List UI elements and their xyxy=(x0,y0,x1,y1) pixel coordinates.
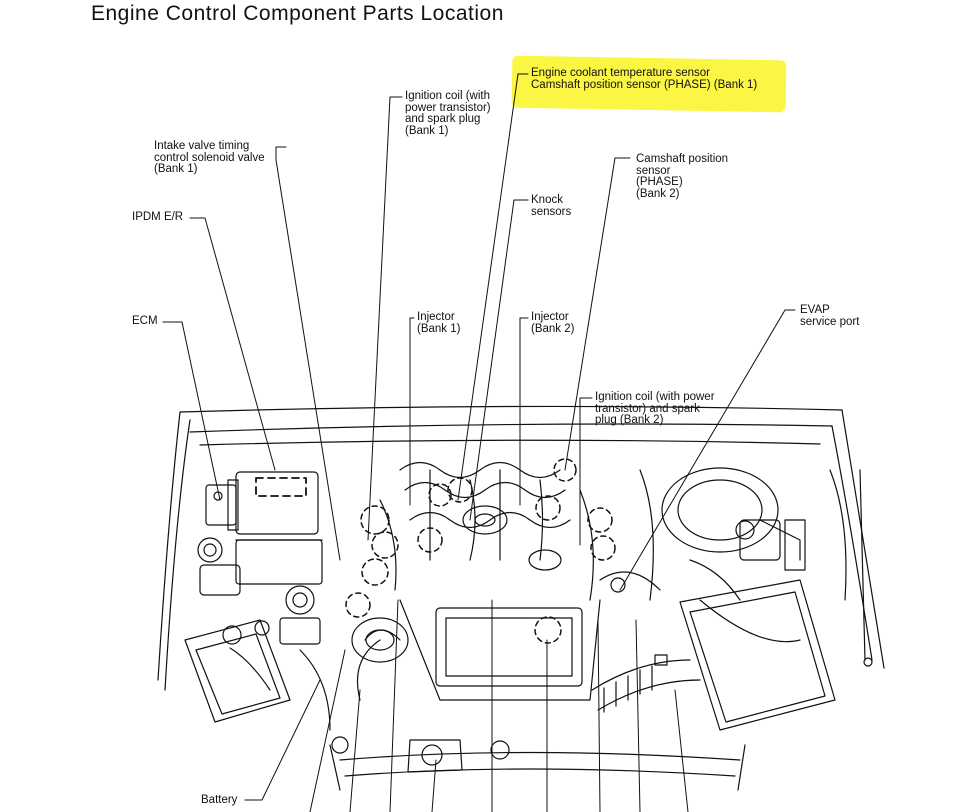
label-line: (Bank 1) xyxy=(417,322,461,335)
label-line: Injector xyxy=(531,311,569,323)
label-evap-service-port: EVAP service port xyxy=(800,304,860,328)
label-line: Camshaft position sensor (PHASE) (Bank 1… xyxy=(531,78,758,91)
label-injector-bank2: Injector (Bank 2) xyxy=(531,311,575,335)
label-ipdm: IPDM E/R xyxy=(132,211,184,224)
label-line: sensor xyxy=(636,164,671,177)
label-line: Camshaft position xyxy=(636,153,729,165)
label-line: ECM xyxy=(132,315,158,327)
label-line: Battery xyxy=(201,794,238,806)
label-ecm: ECM xyxy=(132,315,158,328)
label-knock-sensors: Knock sensors xyxy=(531,194,572,218)
page-title: Engine Control Component Parts Location xyxy=(91,2,504,25)
label-line: control solenoid valve xyxy=(154,151,265,164)
label-line: Injector xyxy=(417,311,455,323)
left-components xyxy=(184,471,331,731)
label-ect-cmp-bank1: Engine coolant temperature sensor Camsha… xyxy=(531,67,758,91)
label-line: (Bank 2) xyxy=(636,187,680,200)
label-line: Knock xyxy=(531,194,563,206)
label-line: (Bank 1) xyxy=(154,163,198,175)
label-ignition-coil-bank2: Ignition coil (with power transistor) an… xyxy=(595,391,715,427)
engine-center xyxy=(331,458,616,773)
label-line: (PHASE) xyxy=(636,176,683,188)
label-line: service port xyxy=(800,315,860,328)
label-line: IPDM E/R xyxy=(132,211,184,223)
label-injector-bank1: Injector (Bank 1) xyxy=(417,311,461,335)
label-line: Engine coolant temperature sensor xyxy=(531,67,710,79)
label-battery: Battery xyxy=(201,794,238,807)
right-components xyxy=(591,467,873,731)
label-line: Ignition coil (with power xyxy=(595,391,715,403)
label-line: Ignition coil (with xyxy=(405,90,491,102)
label-line: power transistor) xyxy=(405,101,491,114)
label-ivt-solenoid-bank1: Intake valve timing control solenoid val… xyxy=(154,140,265,176)
label-line: sensors xyxy=(531,205,572,218)
leader-lines xyxy=(162,73,796,812)
label-line: and spark plug xyxy=(405,113,481,125)
label-line: Intake valve timing xyxy=(154,140,250,152)
engine-bay-outline xyxy=(157,405,885,791)
label-line: (Bank 2) xyxy=(531,322,575,335)
label-ignition-coil-bank1: Ignition coil (with power transistor) an… xyxy=(405,90,491,137)
label-line: plug (Bank 2) xyxy=(595,414,664,426)
label-line: transistor) and spark xyxy=(595,402,700,415)
label-cmp-bank2: Camshaft position sensor (PHASE) (Bank 2… xyxy=(636,153,729,200)
label-line: (Bank 1) xyxy=(405,124,449,137)
label-line: EVAP xyxy=(800,304,830,316)
